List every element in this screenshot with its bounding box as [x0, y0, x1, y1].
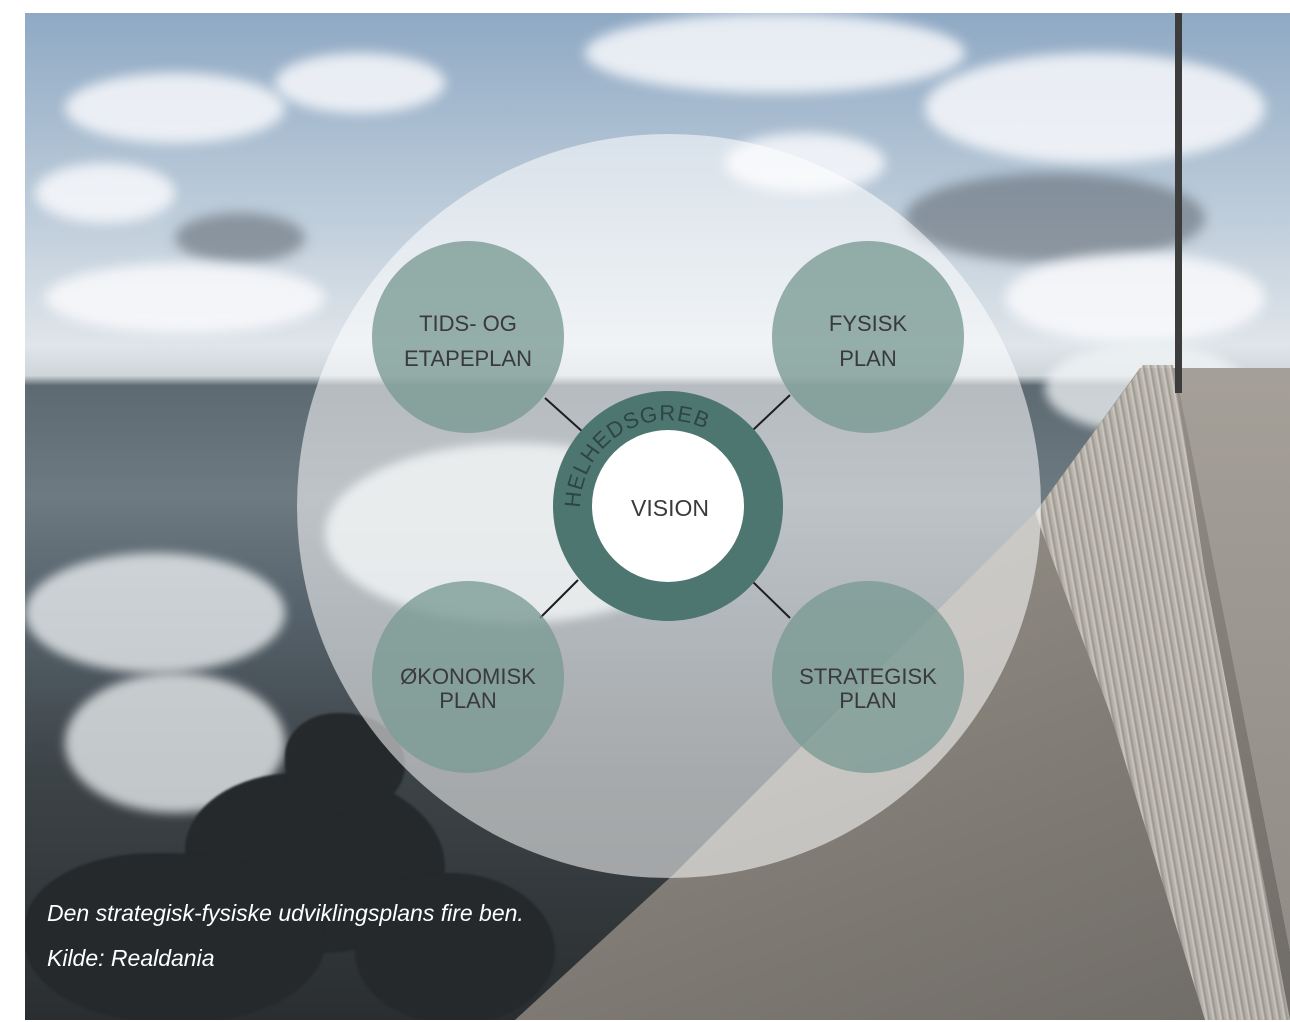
- node-label: PLAN: [439, 688, 496, 713]
- cloud: [65, 73, 285, 143]
- cloud: [1005, 253, 1265, 343]
- node-tids-og-etapeplan: [372, 241, 564, 433]
- cloud: [275, 53, 445, 113]
- connector-line: [539, 579, 579, 619]
- rock: [25, 853, 325, 1020]
- cloud: [175, 213, 305, 263]
- node-strategisk-plan: [772, 581, 964, 773]
- node-label: FYSISK: [829, 311, 908, 336]
- cloud: [905, 173, 1205, 263]
- connector-line: [752, 394, 791, 431]
- cloud: [585, 13, 965, 93]
- node-label: ETAPEPLAN: [404, 346, 532, 371]
- caption-source: Kilde: Realdania: [47, 945, 215, 971]
- rock: [355, 873, 555, 1020]
- node-label: ØKONOMISK: [400, 664, 536, 689]
- node-label: PLAN: [839, 346, 896, 371]
- cloud: [45, 263, 325, 333]
- wave-foam: [25, 553, 285, 673]
- vision-circle: [592, 430, 744, 582]
- node-fysisk-plan: [772, 241, 964, 433]
- connector-line: [752, 581, 791, 619]
- caption-text: Den strategisk-fysiske udviklingsplans f…: [47, 900, 524, 926]
- cloud: [35, 163, 175, 223]
- node-label: STRATEGISK: [799, 664, 937, 689]
- node-label: TIDS- OG: [419, 311, 517, 336]
- lamp-pole: [1175, 13, 1182, 393]
- caption: Den strategisk-fysiske udviklingsplans f…: [47, 900, 567, 972]
- cloud: [925, 53, 1265, 163]
- node-okonomisk-plan: [372, 581, 564, 773]
- center-label: VISION: [631, 495, 709, 521]
- node-label: PLAN: [839, 688, 896, 713]
- connector-line: [544, 397, 585, 434]
